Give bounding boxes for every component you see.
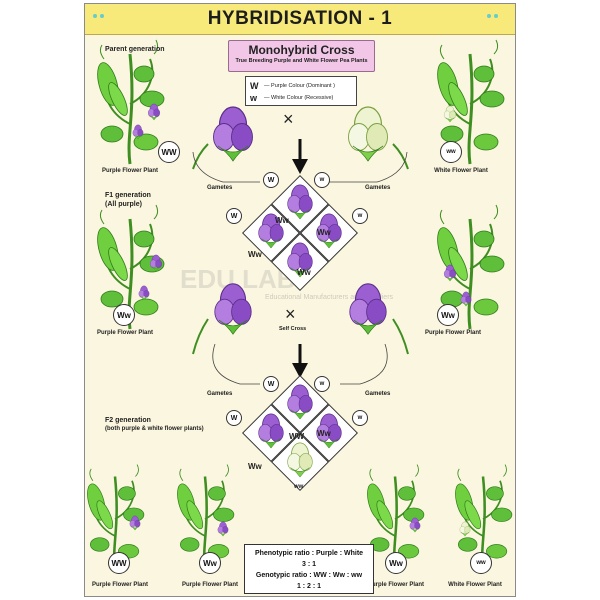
label-parent-generation: Parent generation — [105, 46, 165, 53]
arrow-f1-head — [292, 363, 308, 378]
legend-dominant: W — Purple Colour (Dominant ) — [250, 80, 352, 92]
flower-f1-right — [349, 283, 409, 355]
arrow-parent-head — [292, 159, 308, 174]
caption-f2-2: Purple Flower Plant — [181, 582, 238, 588]
legend-recessive-symbol: w — [250, 93, 258, 103]
gamete-line-left-bottom — [212, 343, 260, 385]
label-f1-note: (All purple) — [105, 201, 142, 208]
label-gametes-right-bottom: Gametes — [365, 391, 391, 397]
genotype-parent-purple: WW — [158, 141, 180, 163]
subtitle-box: Monohybrid Cross True Breeding Purple an… — [228, 40, 375, 72]
label-f2-note: (both purple & white flower plants) — [105, 426, 204, 432]
gamete-top-w: w — [314, 172, 330, 188]
cell-f1-right: Ww — [317, 228, 331, 237]
label-gametes-right-top: Gametes — [365, 185, 391, 191]
genotype-f1-right: Ww — [437, 304, 459, 326]
label-self-cross: Self Cross — [279, 326, 307, 332]
genotype-parent-white: ww — [440, 141, 462, 163]
flower-parent-white — [347, 106, 409, 170]
diagram-canvas — [85, 38, 514, 572]
subtitle-sub: True Breeding Purple and White Flower Pe… — [235, 58, 368, 64]
legend-recessive-text: — White Colour (Recessive) — [264, 95, 334, 101]
plant-parent-purple — [92, 38, 166, 166]
gamete-line-right-bottom — [340, 343, 388, 385]
legend-dominant-text: — Purple Colour (Dominant ) — [264, 83, 335, 89]
label-gametes-left-top: Gametes — [207, 185, 233, 191]
page-title: HYBRIDISATION - 1 — [207, 8, 393, 29]
genotypic-ratio-values: 1 : 2 : 1 — [296, 583, 322, 590]
gamete-line-right-top — [320, 151, 408, 183]
caption-f1-left: Purple Flower Plant — [96, 330, 153, 336]
cell-f1-left: Ww — [248, 250, 262, 259]
cell-f2-bottom: ww — [294, 484, 304, 490]
caption-f2-3: Purple Flower Plant — [367, 582, 424, 588]
genotype-f2-4: ww — [470, 552, 492, 574]
gamete-right-w: w — [352, 208, 368, 224]
title-dots-right — [487, 14, 507, 24]
genotype-f2-1: WW — [108, 552, 130, 574]
caption-parent-purple: Purple Flower Plant — [101, 168, 158, 174]
phenotypic-ratio-values: 3 : 1 — [301, 561, 316, 568]
phenotypic-ratio-label: Phenotypic ratio : Purple : White — [254, 550, 364, 557]
title-bar: HYBRIDISATION - 1 — [85, 4, 515, 35]
subtitle: Monohybrid Cross — [248, 43, 355, 57]
caption-f2-4: White Flower Plant — [448, 582, 502, 588]
watermark-sub: Educational Manufacturers and Suppliers — [265, 294, 394, 301]
caption-f1-right: Purple Flower Plant — [424, 330, 481, 336]
gamete-top-W: W — [263, 172, 279, 188]
flower-parent-purple — [192, 106, 254, 170]
cross-symbol-bottom: × — [285, 304, 296, 324]
gamete-line-left-top — [192, 151, 260, 183]
cross-symbol-top: × — [283, 109, 294, 129]
legend-recessive: w — White Colour (Recessive) — [250, 92, 352, 104]
flower-f1-left — [192, 283, 252, 355]
legend-dominant-symbol: W — [250, 81, 259, 91]
genotypic-ratio-label: Genotypic ratio : WW : Ww : ww — [255, 572, 363, 579]
legend-box: W — Purple Colour (Dominant ) w — White … — [245, 76, 357, 106]
gamete-bottom-W: W — [263, 376, 279, 392]
label-f2-generation: F2 generation — [105, 417, 151, 424]
cell-f1-top: Ww — [275, 216, 289, 225]
caption-parent-white: White Flower Plant — [434, 168, 488, 174]
gamete-br-w: w — [352, 410, 368, 426]
caption-f2-1: Purple Flower Plant — [91, 582, 148, 588]
label-f1-generation: F1 generation — [105, 192, 151, 199]
label-gametes-left-bottom: Gametes — [207, 391, 233, 397]
cell-f2-right: Ww — [317, 429, 331, 438]
poster: HYBRIDISATION - 1 Monohybrid Cross True … — [84, 3, 516, 597]
ratio-box: Phenotypic ratio : Purple : White 3 : 1 … — [244, 544, 374, 594]
genotype-f2-2: Ww — [199, 552, 221, 574]
cell-f2-left: Ww — [248, 462, 262, 471]
cell-f2-top: WW — [289, 432, 305, 441]
genotype-f1-left: Ww — [113, 304, 135, 326]
gamete-left-W: W — [226, 208, 242, 224]
gamete-bottom-w: w — [314, 376, 330, 392]
genotype-f2-3: Ww — [385, 552, 407, 574]
cell-f1-bottom: Ww — [297, 268, 311, 277]
title-dots-left — [93, 14, 113, 24]
gamete-bl-W: W — [226, 410, 242, 426]
